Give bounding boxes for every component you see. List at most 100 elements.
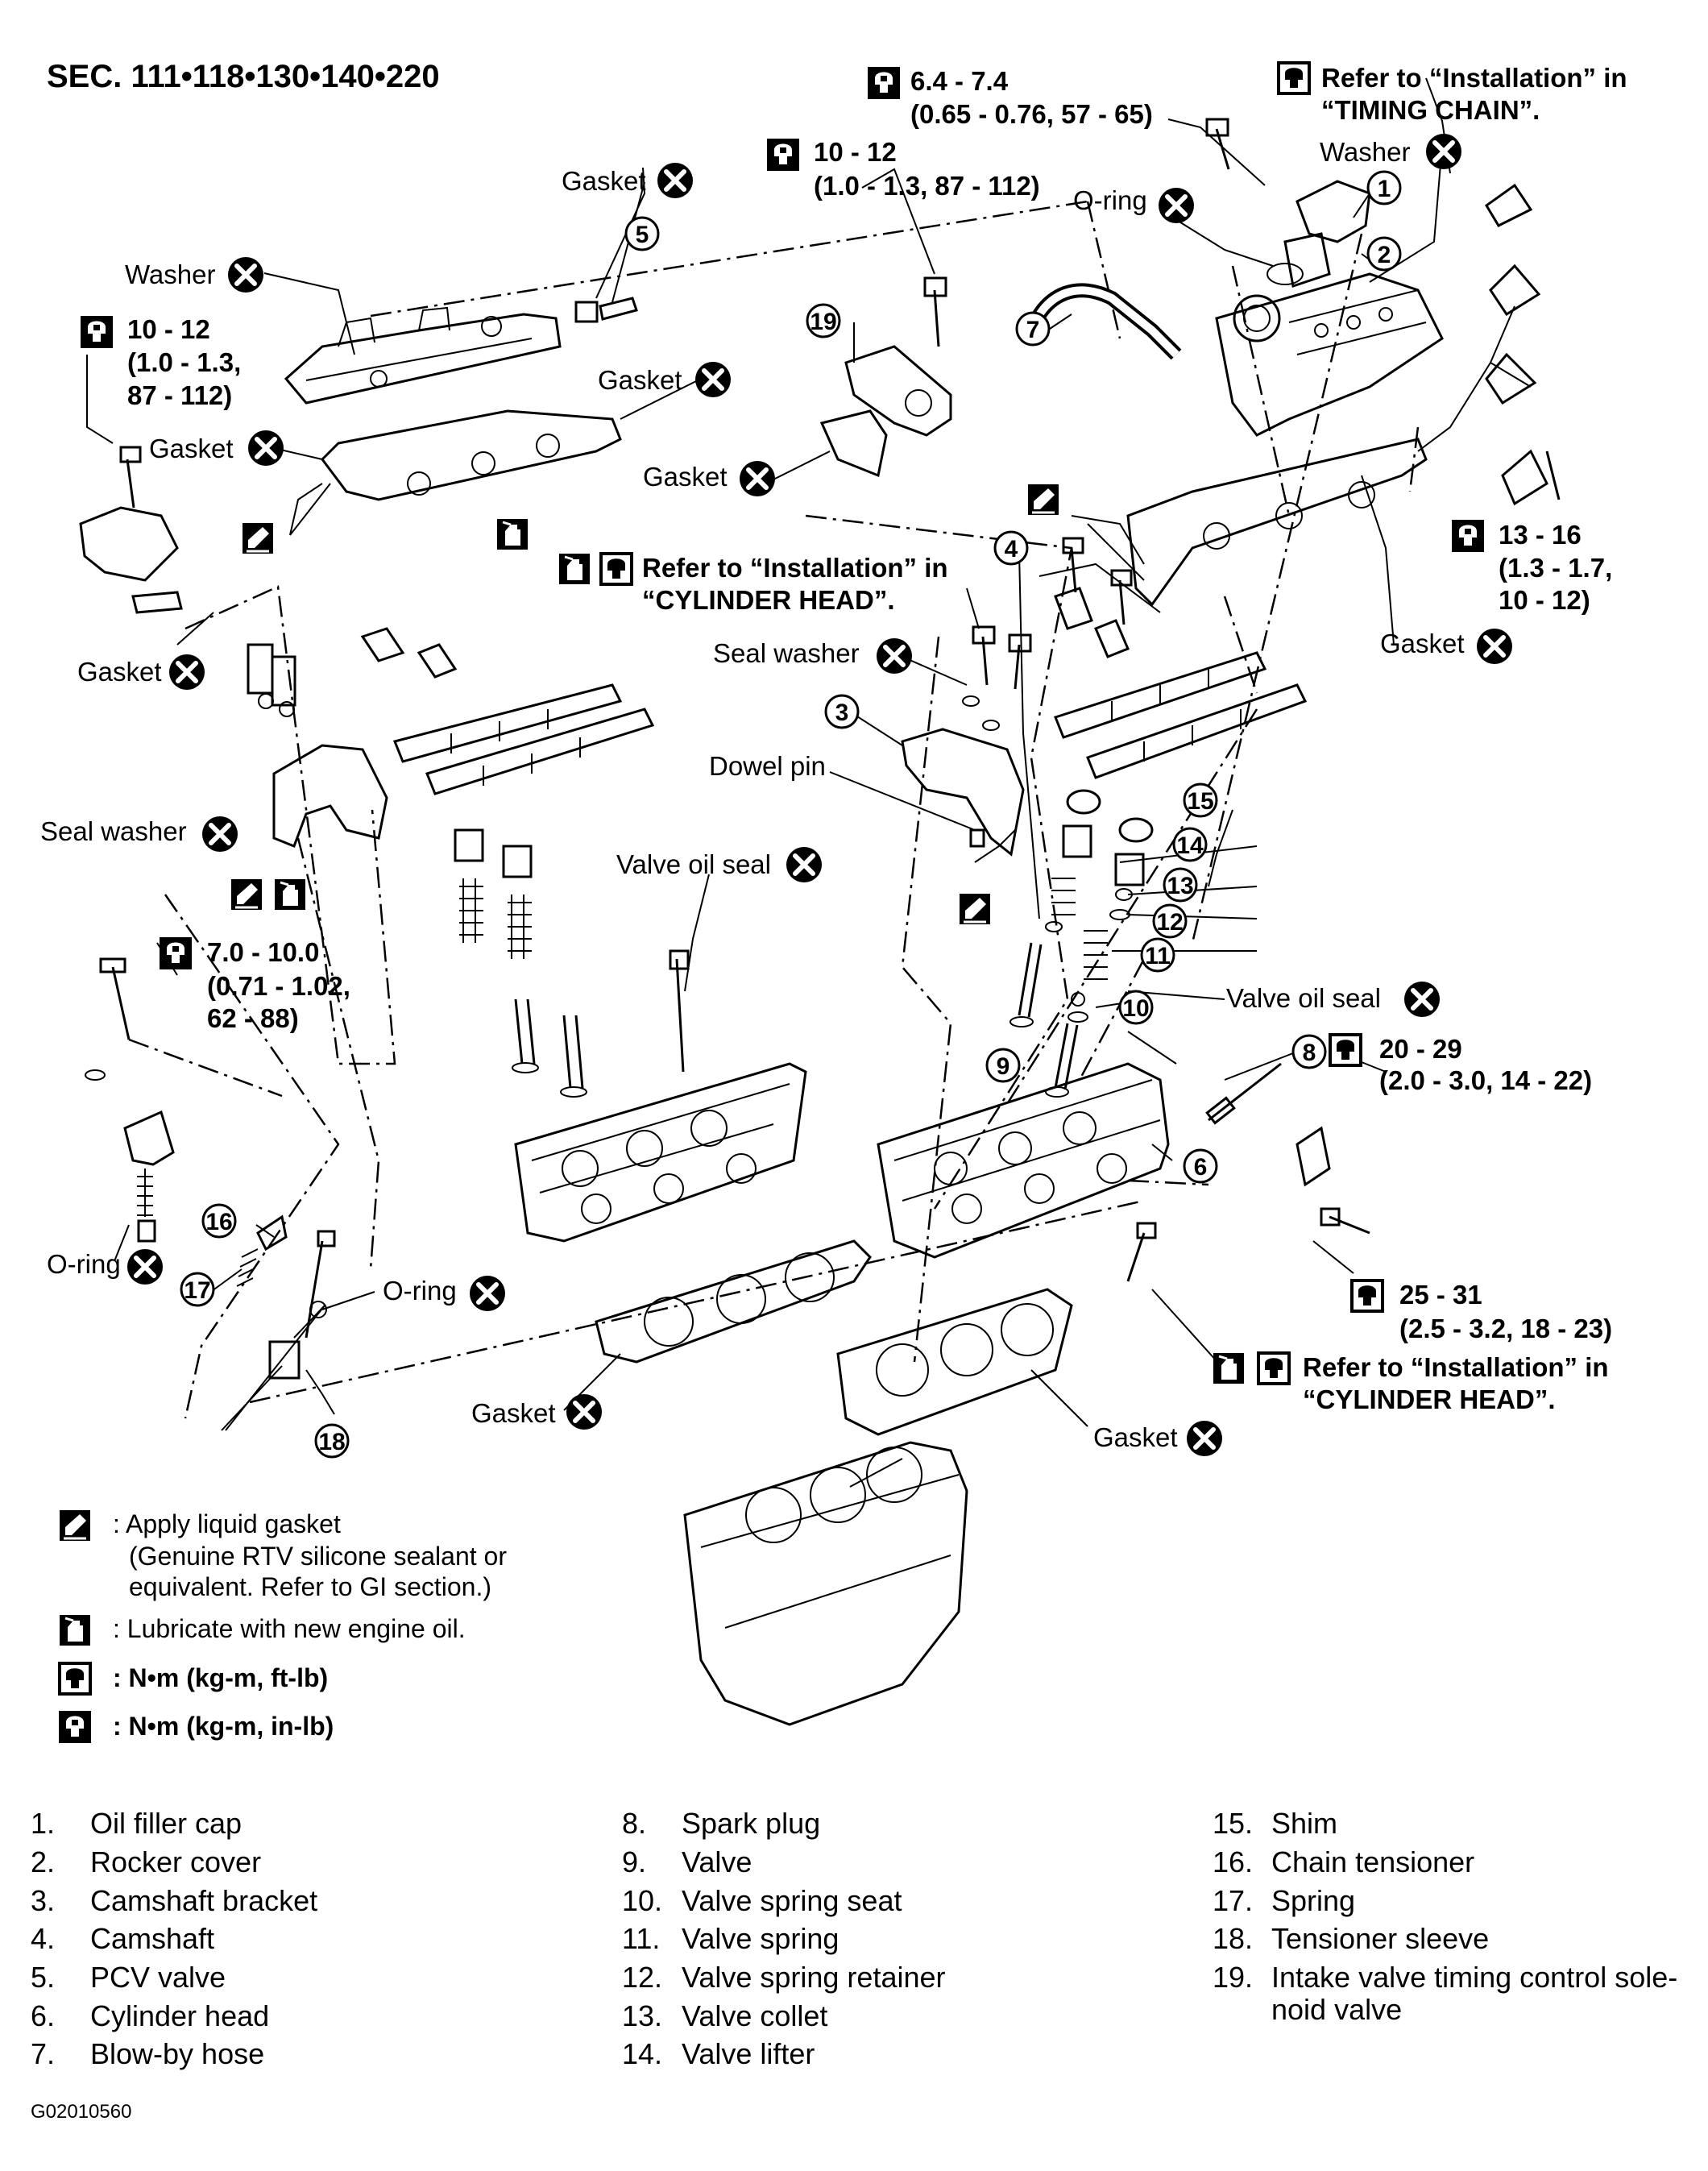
seal-washer-label-mid: Seal washer	[713, 638, 860, 668]
gasket-label-left-gasket: Gasket	[149, 434, 234, 463]
legend-liquid-gasket-1: : Apply liquid gasket	[113, 1509, 341, 1538]
leader-lines	[86, 77, 1532, 1488]
part-number: 15.	[1213, 1807, 1253, 1840]
torque-spark-plug-1: 20 - 29	[1379, 1034, 1462, 1064]
callout-2	[1366, 236, 1402, 272]
solenoid-bolt	[1205, 118, 1230, 170]
right-cylinder-head	[877, 1062, 1170, 1259]
svg-text:16: 16	[205, 1209, 232, 1235]
right-rocker-cover-gasket	[1126, 438, 1428, 607]
gasket-label-right-cover: Gasket	[1380, 629, 1465, 658]
svg-text:18: 18	[318, 1429, 345, 1455]
oring-label-top: O-ring	[1073, 185, 1147, 215]
part-name: Spring	[1271, 1884, 1355, 1917]
legend-liquid-gasket-3: equivalent. Refer to GI section.)	[129, 1572, 491, 1601]
part-number: 18.	[1213, 1922, 1253, 1955]
torque-left-sensor-3: 87 - 112)	[127, 380, 232, 410]
svg-text:2: 2	[1378, 242, 1391, 268]
spark-plug	[1205, 1062, 1282, 1125]
svg-text:9: 9	[997, 1053, 1010, 1080]
part-number: 12.	[622, 1961, 662, 1994]
gasket-label-head-right: Gasket	[1093, 1422, 1178, 1452]
part-name: Camshaft bracket	[90, 1884, 317, 1917]
callout-7	[1015, 311, 1051, 347]
part-number: 19.	[1213, 1961, 1253, 1994]
part-name: Shim	[1271, 1807, 1337, 1840]
figure-code: G02010560	[31, 2101, 131, 2123]
left-rocker-cover-gasket	[321, 409, 622, 501]
callout-9	[985, 1048, 1021, 1083]
left-sensor	[79, 446, 183, 614]
part-number: 5.	[31, 1961, 55, 1994]
callout-12	[1152, 903, 1188, 939]
dowel-pin-label: Dowel pin	[709, 751, 826, 781]
refer-cyl-head-line1: Refer to “Installation” in	[642, 553, 948, 583]
svg-text:17: 17	[184, 1277, 210, 1304]
parts-list: 1. Oil filler cap 2. Rocker cover 3. Cam…	[31, 1807, 1677, 2070]
part-number: 3.	[31, 1884, 55, 1917]
chain-tensioner	[85, 957, 336, 1380]
part-number: 1.	[31, 1807, 55, 1840]
part-number: 7.	[31, 2037, 55, 2070]
refer-cyl-head-b-line1: Refer to “Installation” in	[1303, 1352, 1609, 1382]
torque-right-cover-1: 13 - 16	[1499, 520, 1582, 550]
pcv-valve	[574, 297, 638, 323]
callout-6	[1183, 1148, 1218, 1184]
torque-spark-plug-2: (2.0 - 3.0, 14 - 22)	[1379, 1065, 1592, 1095]
svg-text:4: 4	[1005, 536, 1018, 562]
left-camshaft-bracket	[247, 643, 388, 848]
svg-text:14: 14	[1176, 832, 1204, 859]
torque-bracket-1: 25 - 31	[1399, 1280, 1482, 1310]
svg-text:19: 19	[810, 309, 836, 335]
svg-text:12: 12	[1156, 909, 1183, 936]
part-name: Intake valve timing control sole-	[1271, 1961, 1677, 1994]
callout-8	[1291, 1034, 1327, 1069]
svg-text:6: 6	[1194, 1154, 1208, 1181]
svg-text:7: 7	[1026, 317, 1040, 343]
callout-10	[1118, 990, 1154, 1025]
callout-13	[1163, 867, 1198, 903]
assembly-lines	[128, 200, 1420, 1419]
part-number: 8.	[622, 1807, 646, 1840]
torque-left-sensor-1: 10 - 12	[127, 314, 210, 344]
washer-label-left: Washer	[125, 259, 215, 289]
legend-torque-inlb: : N•m (kg-m, in-lb)	[113, 1712, 334, 1741]
torque-tensioner-1: 7.0 - 10.0	[207, 937, 319, 967]
left-valve-train	[454, 828, 587, 1098]
torque-tensioner-3: 62 - 88)	[207, 1003, 299, 1033]
gasket-label-head-left: Gasket	[471, 1398, 556, 1428]
valve-oil-seal-label-left: Valve oil seal	[616, 849, 771, 879]
part-name: Valve collet	[682, 1999, 827, 2032]
part-name: Tensioner sleeve	[1271, 1922, 1489, 1955]
torque-solenoid-bolt: 6.4 - 7.4	[910, 66, 1009, 96]
legend-lubricate: : Lubricate with new engine oil.	[113, 1614, 466, 1643]
washer-label-right: Washer	[1320, 137, 1410, 167]
callout-5	[624, 216, 660, 251]
oring-label-left: O-ring	[47, 1249, 121, 1279]
part-name: Chain tensioner	[1271, 1845, 1474, 1878]
part-name: PCV valve	[90, 1961, 226, 1994]
head-bolts-right	[1126, 1222, 1157, 1282]
part-number: 14.	[622, 2037, 662, 2070]
svg-text:1: 1	[1378, 176, 1391, 202]
part-number: 2.	[31, 1845, 55, 1878]
callout-19	[806, 303, 841, 338]
svg-text:5: 5	[636, 222, 649, 248]
torque-right-cover-2: (1.3 - 1.7,	[1499, 553, 1612, 583]
torque-tensioner-2: (0.71 - 1.02,	[207, 971, 350, 1001]
part-name: Blow-by hose	[90, 2037, 264, 2070]
refer-timing-chain-line2: “TIMING CHAIN”.	[1321, 95, 1540, 125]
part-number: 13.	[622, 1999, 662, 2032]
torque-solenoid-bolt-sub: (0.65 - 0.76, 57 - 65)	[910, 99, 1153, 129]
refer-timing-chain-line1: Refer to “Installation” in	[1321, 63, 1627, 93]
part-name: Rocker cover	[90, 1845, 261, 1878]
torque-solenoid-valve: 10 - 12	[814, 137, 897, 167]
part-number: 17.	[1213, 1884, 1253, 1917]
left-rocker-cover	[284, 306, 562, 405]
callout-15	[1183, 782, 1218, 818]
part-name: Valve spring seat	[682, 1884, 902, 1917]
seal-washer-label-left: Seal washer	[40, 816, 187, 846]
callout-16	[201, 1203, 237, 1239]
part-name: Valve spring	[682, 1922, 839, 1955]
